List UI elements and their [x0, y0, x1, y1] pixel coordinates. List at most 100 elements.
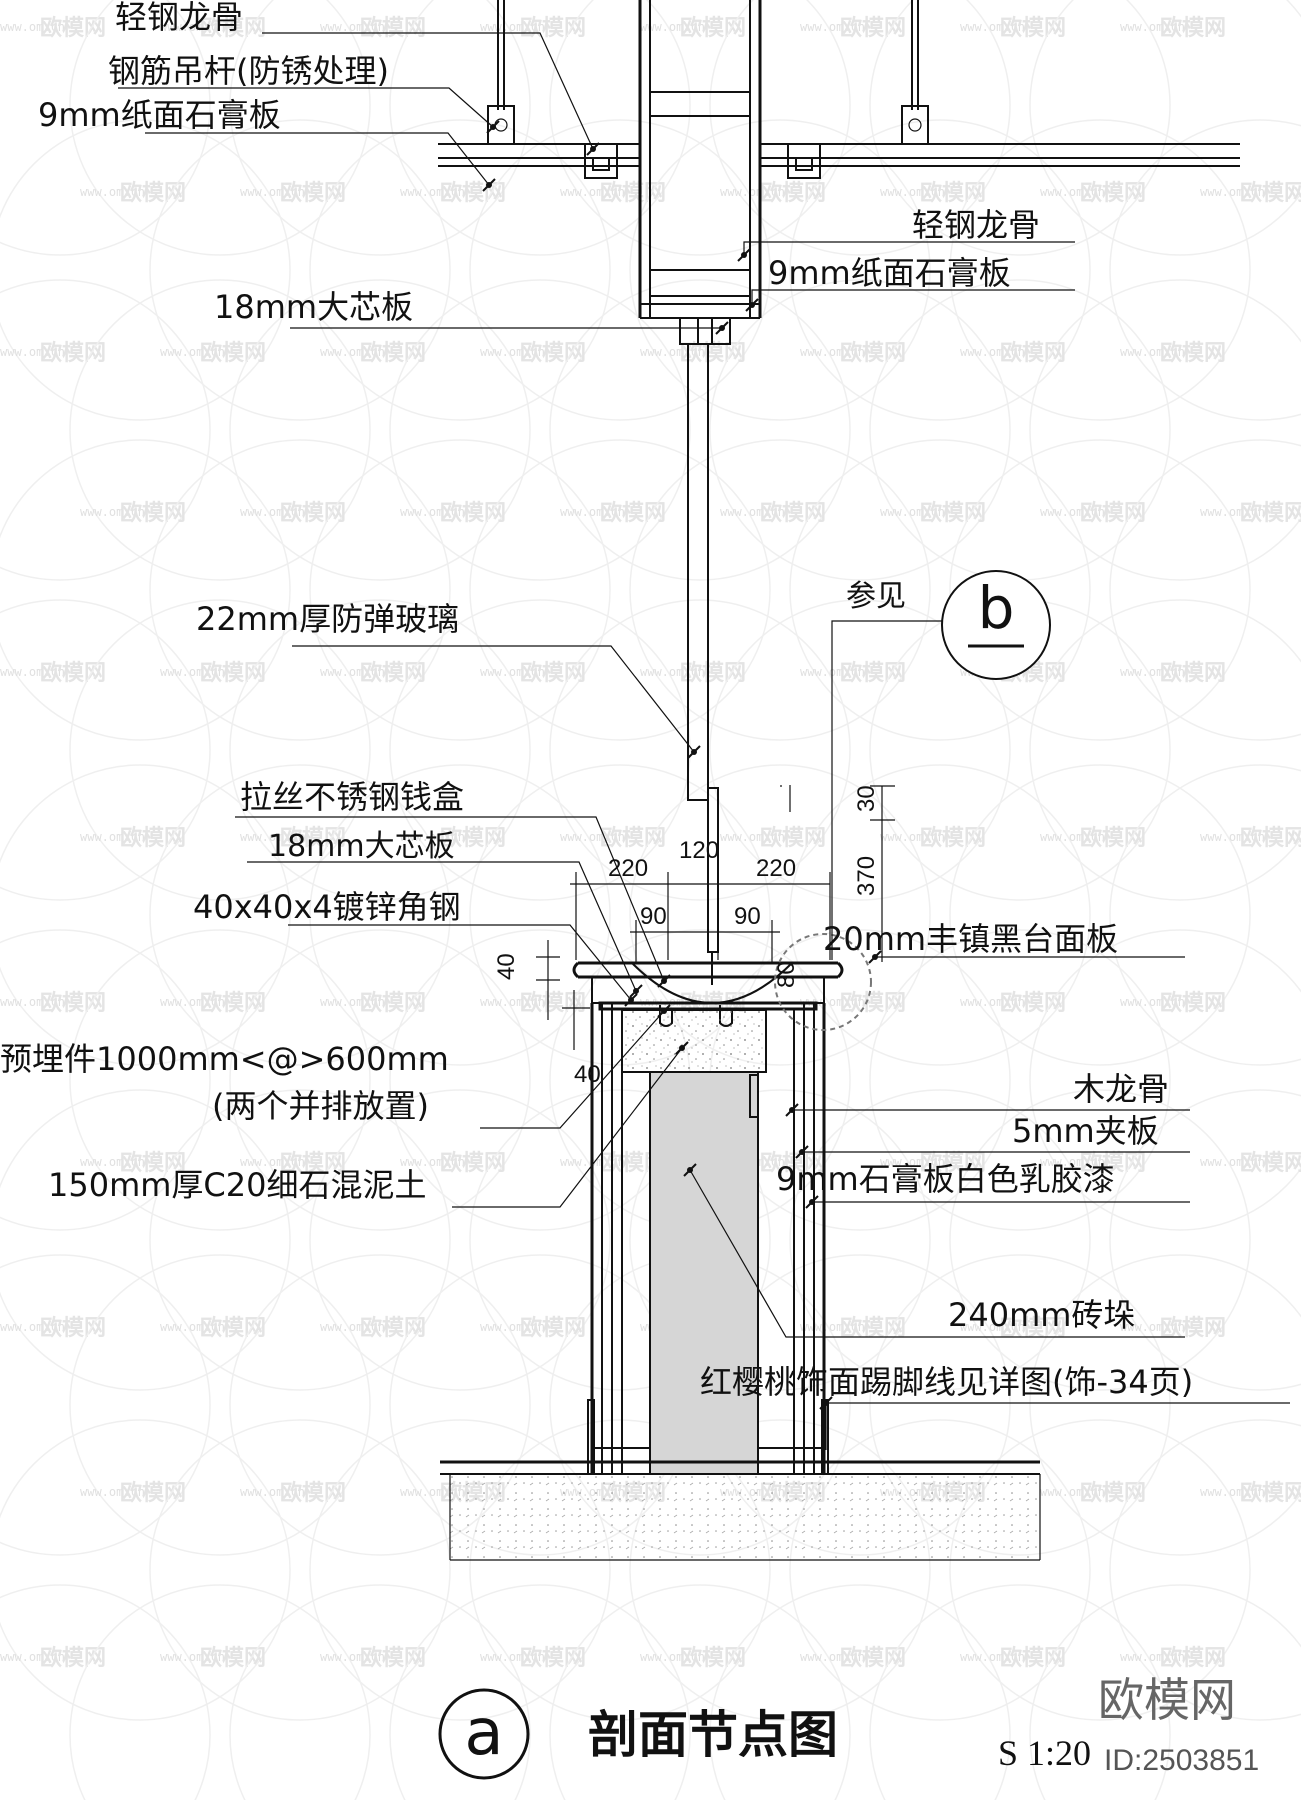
- dim-90-right: 90: [734, 903, 761, 930]
- watermark-url: www.om.cn: [880, 505, 945, 519]
- watermark-url: www.om.cn: [1120, 1650, 1185, 1664]
- detail-letter: a: [464, 1696, 503, 1770]
- watermark-url: www.om.cn: [240, 830, 305, 844]
- watermark-brand: 欧模网: [360, 15, 426, 41]
- watermark-brand: 欧模网: [360, 1315, 426, 1341]
- model-id: ID:2503851: [1104, 1744, 1259, 1777]
- watermark-url: www.om.cn: [160, 665, 225, 679]
- watermark-url: www.om.cn: [960, 995, 1025, 1009]
- dim-40-upper: 40: [493, 953, 520, 980]
- watermark-url: www.om.cn: [320, 345, 385, 359]
- watermark-url: www.om.cn: [80, 1155, 145, 1169]
- watermark-brand: 欧模网: [200, 340, 266, 366]
- watermark-tile: www.om.cn 欧模网: [309, 764, 611, 1066]
- watermark-brand: 欧模网: [1080, 1480, 1146, 1506]
- watermark-brand: 欧模网: [280, 825, 346, 851]
- dim-90-left: 90: [640, 903, 667, 930]
- watermark-brand: 欧模网: [920, 825, 986, 851]
- watermark-url: www.om.cn: [1200, 1155, 1265, 1169]
- watermark-brand: 欧模网: [1240, 1480, 1301, 1506]
- watermark-brand: 欧模网: [1080, 825, 1146, 851]
- watermark-url: www.om.cn: [1040, 830, 1105, 844]
- watermark-tile: www.om.cn 欧模网: [389, 279, 691, 581]
- watermark-tile: www.om.cn 欧模网: [789, 119, 1091, 421]
- watermark-url: www.om.cn: [960, 20, 1025, 34]
- watermark-url: www.om.cn: [1040, 185, 1105, 199]
- leader-dot: [661, 1008, 667, 1014]
- leader-dot: [490, 124, 496, 130]
- label-gypsum-latex: 9mm石膏板白色乳胶漆: [776, 1160, 1115, 1198]
- watermark-brand: 欧模网: [1240, 180, 1301, 206]
- watermark-brand: 欧模网: [1160, 340, 1226, 366]
- watermark-brand: 欧模网: [1080, 180, 1146, 206]
- watermark-brand: 欧模网: [200, 660, 266, 686]
- watermark-url: www.om.cn: [0, 1320, 65, 1334]
- watermark-tile: www.om.cn 欧模网: [469, 439, 771, 741]
- watermark-brand: 欧模网: [760, 180, 826, 206]
- watermark-brand: 欧模网: [280, 1480, 346, 1506]
- watermark-url: www.om.cn: [560, 830, 625, 844]
- watermark-brand: 欧模网: [440, 1150, 506, 1176]
- watermark-url: www.om.cn: [320, 665, 385, 679]
- brand-mark: 欧模网: [1098, 1673, 1236, 1727]
- leader-dot: [661, 978, 667, 984]
- watermark-url: www.om.cn: [0, 665, 65, 679]
- leader-dot: [719, 325, 725, 331]
- watermark-brand: 欧模网: [280, 500, 346, 526]
- label-blockboard-18mm-top: 18mm大芯板: [214, 288, 413, 326]
- watermark-url: www.om.cn: [1200, 830, 1265, 844]
- watermark-brand: 欧模网: [40, 340, 106, 366]
- watermark-brand: 欧模网: [120, 180, 186, 206]
- watermark-url: www.om.cn: [560, 505, 625, 519]
- dim-370: 370: [853, 856, 880, 896]
- watermark-url: www.om.cn: [800, 1320, 865, 1334]
- watermark-brand: 欧模网: [920, 500, 986, 526]
- watermark-brand: 欧模网: [840, 340, 906, 366]
- watermark-url: www.om.cn: [640, 1650, 705, 1664]
- watermark-url: www.om.cn: [800, 20, 865, 34]
- watermark-url: www.om.cn: [880, 185, 945, 199]
- watermark-url: www.om.cn: [720, 830, 785, 844]
- leader-dot: [799, 1149, 805, 1155]
- annotation-labels: 轻钢龙骨 钢筋吊杆(防锈处理) 9mm纸面石膏板 轻钢龙骨 9mm纸面石膏板 1…: [0, 0, 1193, 1401]
- watermark-brand: 欧模网: [440, 500, 506, 526]
- watermark-url: www.om.cn: [1120, 345, 1185, 359]
- watermark-url: www.om.cn: [320, 995, 385, 1009]
- leader-dot: [628, 997, 634, 1003]
- drawing-scale: S 1:20: [998, 1733, 1091, 1773]
- watermark-url: www.om.cn: [80, 1485, 145, 1499]
- watermark-url: www.om.cn: [1040, 1485, 1105, 1499]
- watermark-brand: 欧模网: [440, 825, 506, 851]
- label-embedded-part-note: (两个并排放置): [212, 1087, 429, 1125]
- watermark-brand: 欧模网: [1000, 1645, 1066, 1671]
- label-rebar-hanger: 钢筋吊杆(防锈处理): [108, 52, 389, 90]
- watermark-tile: www.om.cn 欧模网: [229, 929, 531, 1231]
- watermark-tile: www.om.cn 欧模网: [149, 119, 451, 421]
- counter-assembly: [440, 933, 1041, 1561]
- watermark-brand: 欧模网: [680, 660, 746, 686]
- leader-dot: [872, 954, 878, 960]
- watermark-url: www.om.cn: [240, 505, 305, 519]
